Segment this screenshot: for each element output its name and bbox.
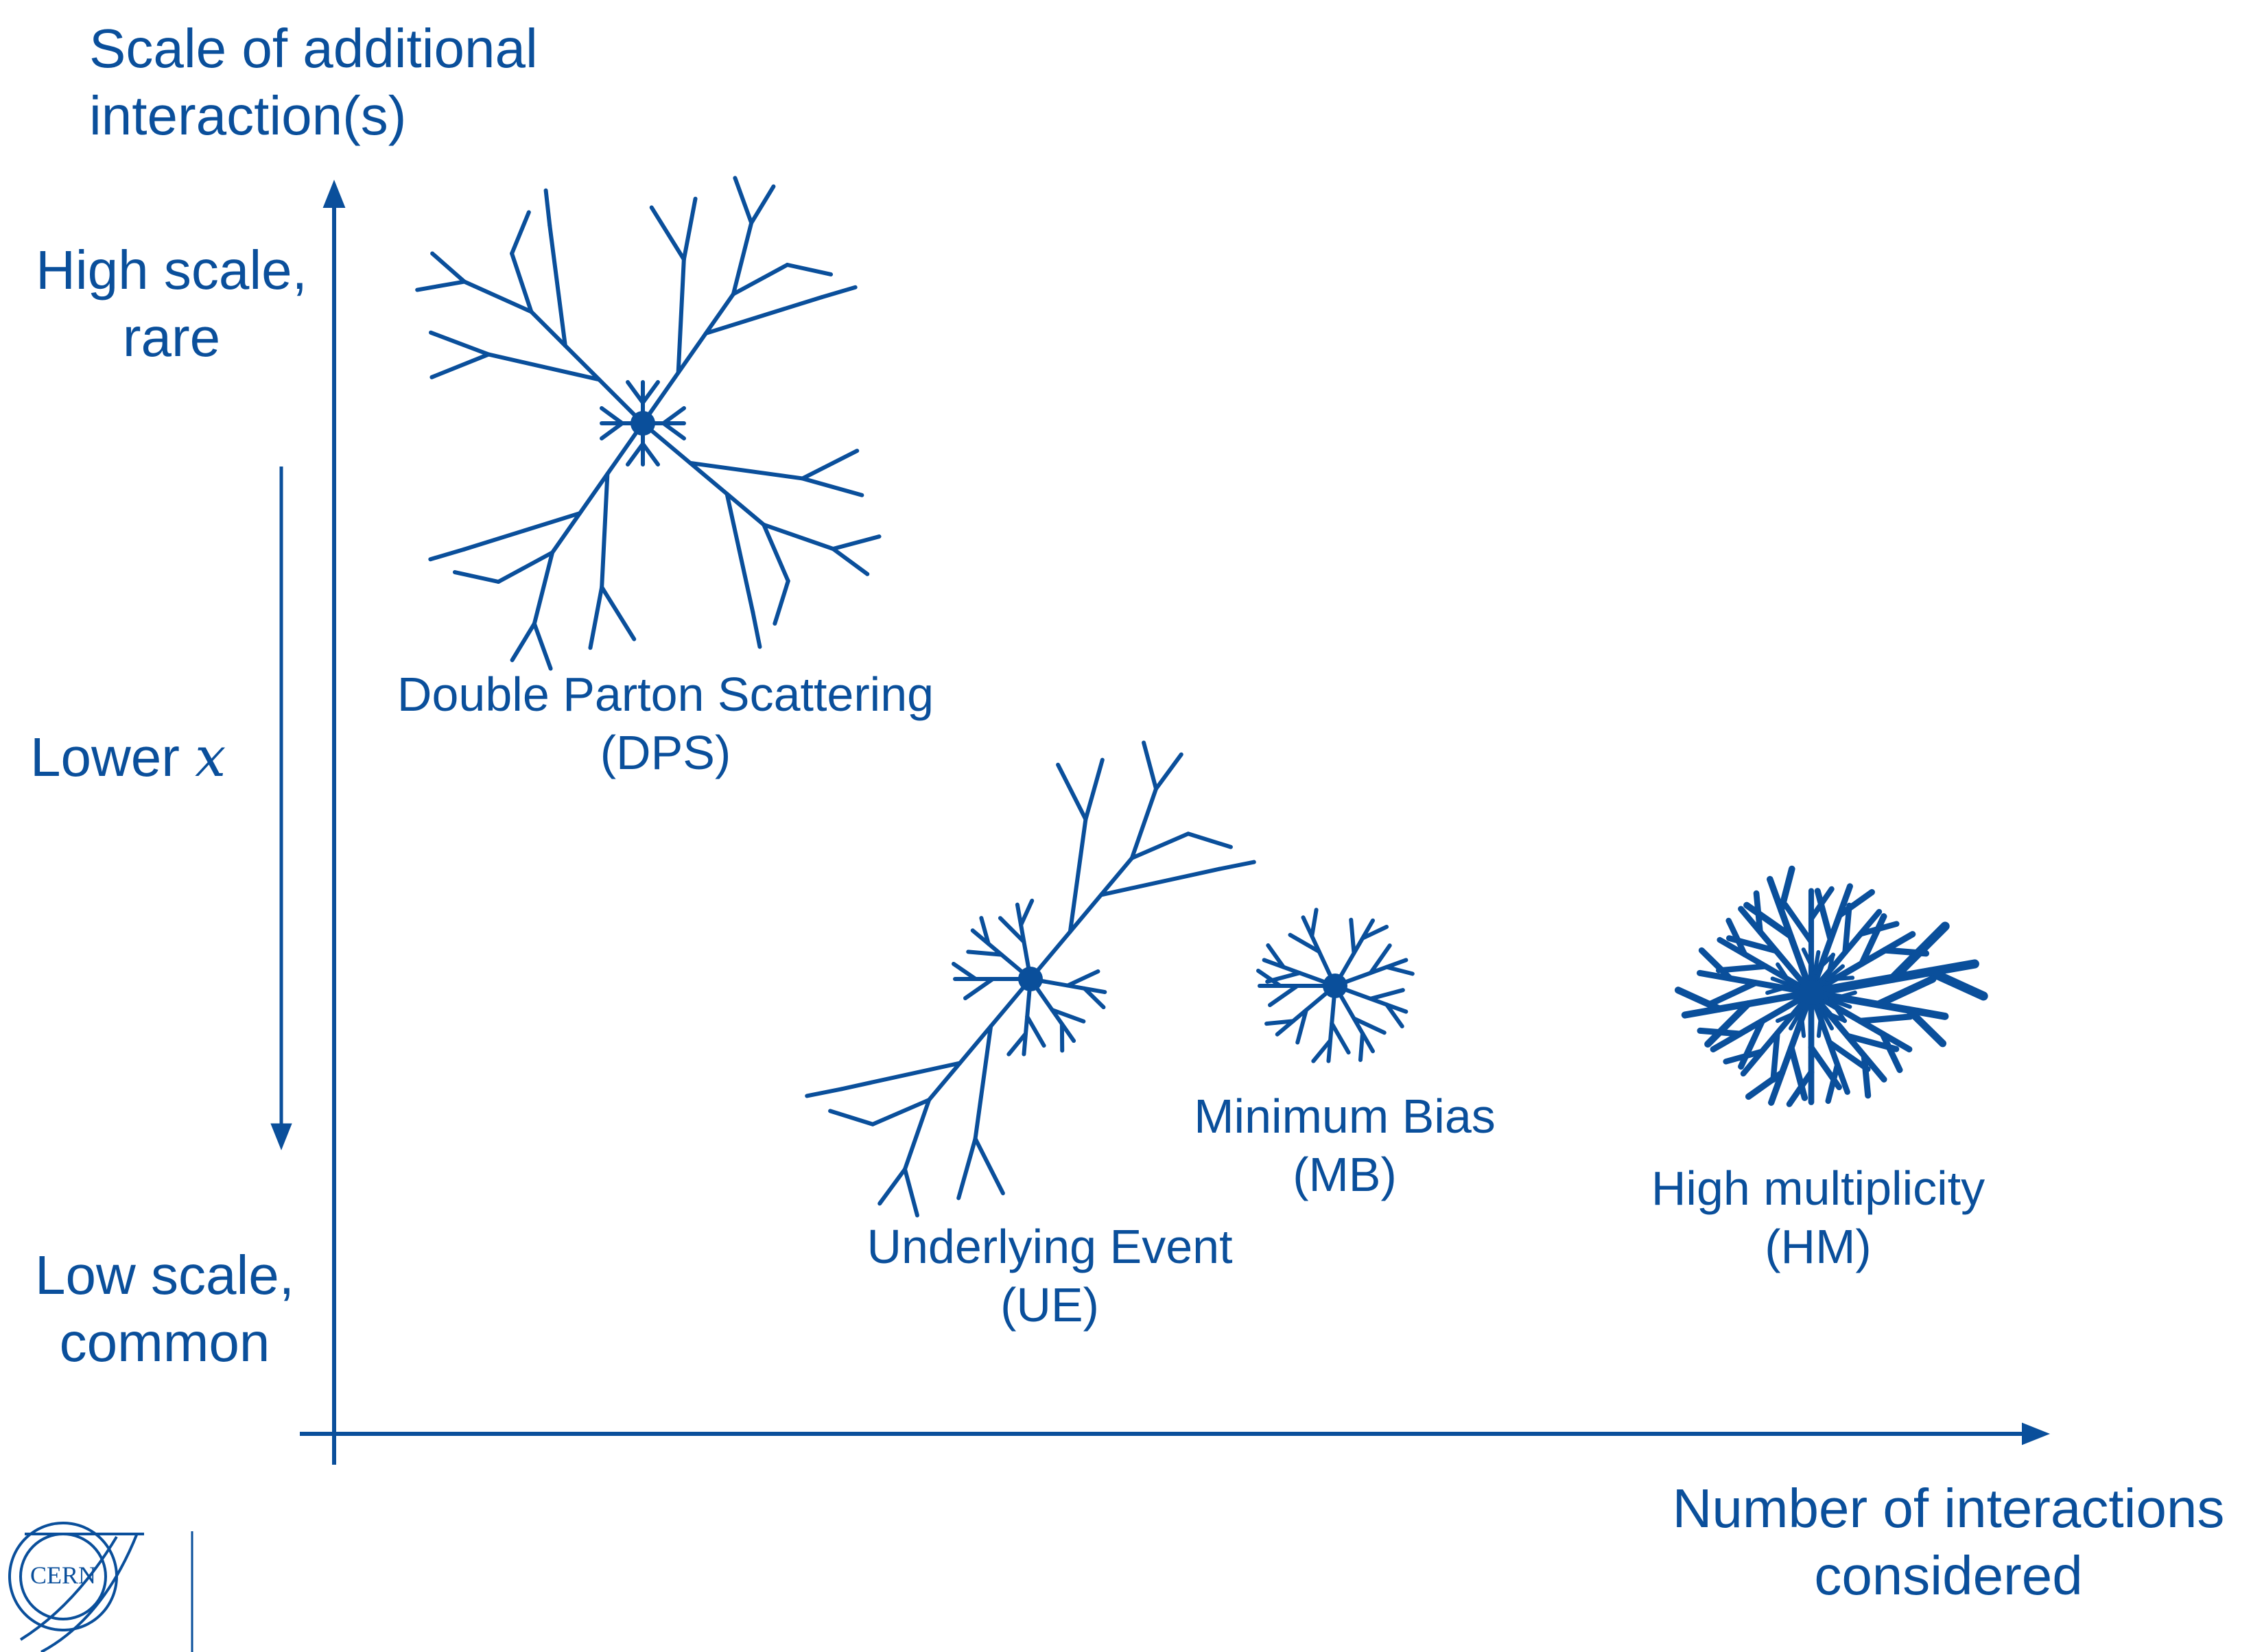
label-ue-name: Underlying Event (867, 1220, 1233, 1273)
svg-text:CERN: CERN (30, 1561, 96, 1589)
label-hm-abbr: (HM) (1765, 1220, 1872, 1274)
label-mb: Minimum Bias (MB) (1139, 1087, 1551, 1205)
y-axis (322, 179, 346, 1465)
mb-glyph (1256, 910, 1414, 1064)
label-dps-abbr: (DPS) (600, 726, 731, 780)
lower-x-prefix: Lower (30, 727, 196, 788)
y-label-high-line1: High scale, (36, 239, 307, 300)
label-dps: Double Parton Scattering (DPS) (316, 665, 1015, 783)
lower-x-arrow (270, 467, 292, 1150)
y-label-high-line2: rare (122, 306, 221, 368)
y-label-low-scale: Low scale, common (14, 1242, 316, 1376)
label-hm-name: High multiplicity (1651, 1161, 1985, 1215)
dps-glyph (370, 136, 924, 710)
x-axis-title-line1: Number of interactions (1672, 1478, 2225, 1539)
y-axis-title-line1: Scale of additional (89, 18, 538, 79)
hm-glyph (1678, 869, 1983, 1115)
x-axis-title: Number of interactions considered (1647, 1475, 2250, 1609)
y-label-high-scale: High scale, rare (21, 237, 322, 370)
y-label-lower-x: Lower x (30, 724, 226, 791)
label-ue-abbr: (UE) (1000, 1278, 1099, 1332)
x-axis-title-line2: considered (1814, 1544, 2083, 1606)
y-axis-title: Scale of additional interaction(s) (89, 15, 538, 149)
y-label-low-line1: Low scale, (35, 1244, 294, 1306)
cern-logo: CERN (8, 1522, 193, 1652)
label-mb-name: Minimum Bias (1194, 1089, 1496, 1143)
x-axis (300, 1422, 2051, 1446)
lower-x-variable: x (195, 725, 226, 789)
y-label-low-line2: common (59, 1311, 270, 1373)
label-ue: Underlying Event (UE) (775, 1218, 1324, 1335)
label-mb-abbr: (MB) (1293, 1148, 1397, 1202)
ue-glyph (784, 698, 1277, 1260)
y-axis-title-line2: interaction(s) (89, 84, 407, 146)
label-hm: High multiplicity (HM) (1585, 1159, 2051, 1277)
label-dps-name: Double Parton Scattering (397, 668, 934, 721)
